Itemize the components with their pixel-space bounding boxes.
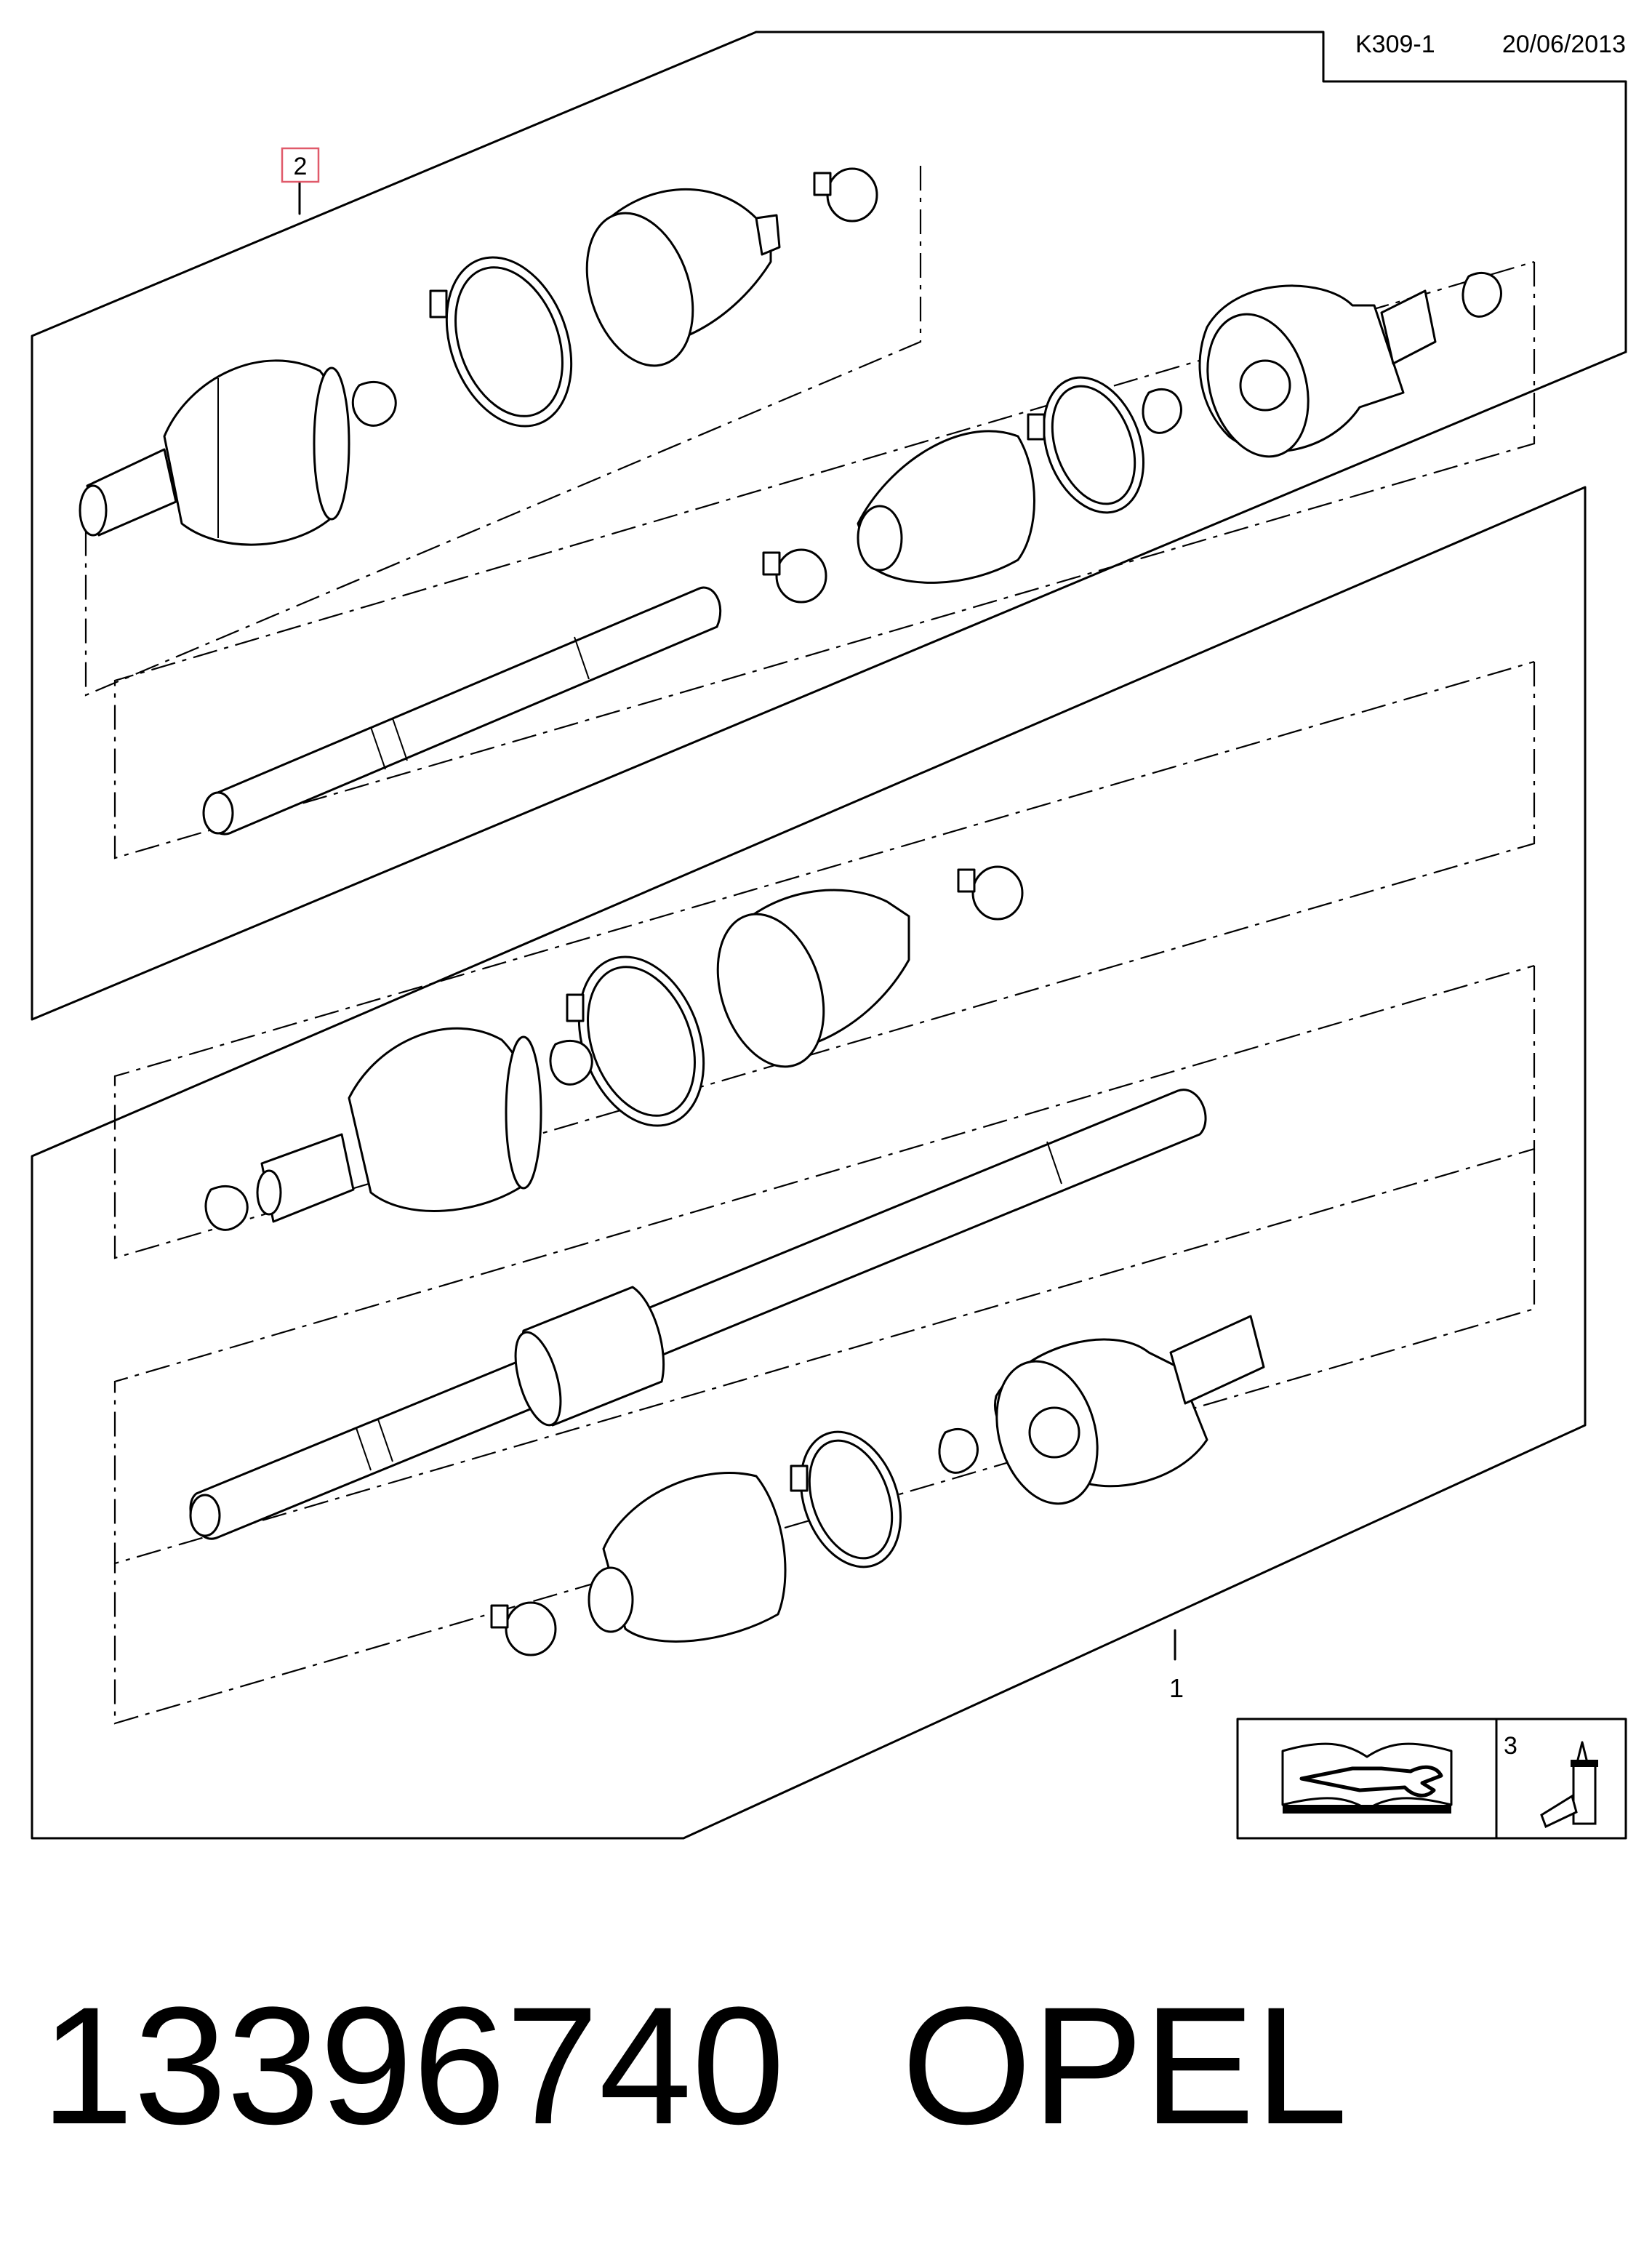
brand-name: OPEL [902,1972,1348,2159]
inner-tripod-joint-upper [1198,284,1437,458]
inner-tripod-joint-lower [994,1315,1265,1505]
assembly-frame-lower: 1 [31,486,1587,1840]
kit-frame-upper: 2 [31,31,1627,1021]
snap-ring-upper-3 [1461,271,1502,318]
callout-2-box [281,147,320,183]
footer: 13396740 OPEL [41,1972,1348,2159]
callout-2[interactable]: 2 [294,153,308,180]
snap-ring-lower-2 [204,1185,249,1231]
cv-boot-upper-2 [857,430,1035,584]
legend-box: 3 [1236,1718,1627,1840]
diagram-code: K309-1 [1355,31,1435,58]
assembly-guides [84,166,1536,1725]
header-block: K309-1 20/06/2013 [755,31,1627,353]
outer-cv-joint-upper [79,359,350,546]
callout-1[interactable]: 1 [1169,1673,1184,1703]
snap-ring-lower-1 [549,1039,593,1086]
half-shaft-upper [202,586,722,836]
snap-ring-upper-1 [351,380,397,427]
small-clamp-lower-2 [490,1601,557,1656]
outer-cv-joint-lower [256,1027,542,1223]
snap-ring-upper-2 [1142,388,1182,434]
cv-boot-lower-2 [588,1472,787,1643]
cv-boot-upper-1 [585,188,781,367]
boot-clamp-lower-1 [566,955,705,1127]
boot-clamp-lower-2 [790,1430,902,1568]
small-clamp-upper-1 [813,167,878,223]
boot-clamp-upper-1 [429,256,573,428]
cv-boot-lower-1 [716,889,910,1068]
lubricant-tube-icon[interactable] [1540,1741,1598,1829]
snap-ring-lower-3 [938,1427,979,1474]
part-number: 13396740 [41,1972,785,2159]
small-clamp-lower-1 [957,865,1024,921]
boot-clamp-upper-2 [1027,376,1145,514]
small-clamp-upper-2 [762,548,827,604]
half-shaft-lower [189,1089,1207,1540]
diagram-date: 20/06/2013 [1502,31,1626,58]
repair-manual-icon[interactable] [1281,1742,1453,1814]
vibration-damper-lower [514,1286,665,1427]
callout-3[interactable]: 3 [1504,1732,1517,1760]
